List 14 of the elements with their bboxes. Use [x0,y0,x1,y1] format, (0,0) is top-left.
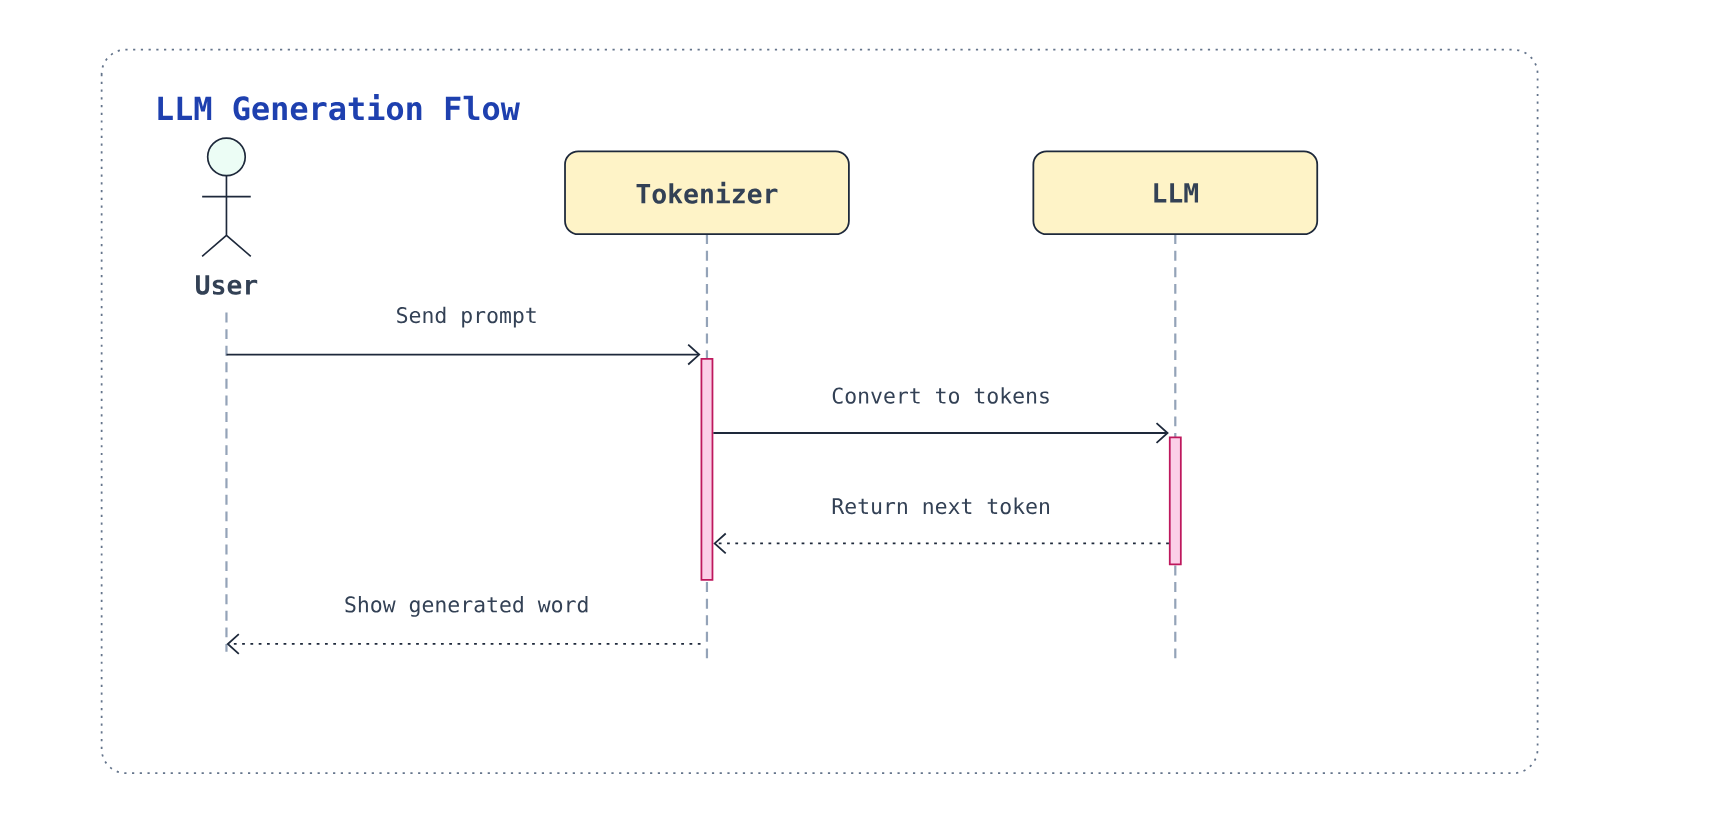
activation-bar [700,358,714,581]
message-arrow [713,532,1170,555]
activation-bar [1168,436,1182,566]
message-arrow [712,422,1169,444]
message-arrow [226,633,702,655]
actor-figure: User [196,137,258,295]
message-label: Convert to tokens [832,387,1049,404]
message-label: Return next token [832,497,1049,515]
message-arrow [225,343,701,366]
diagram-title: LLM Generation Flow [158,93,520,121]
participant-box: LLM [1032,150,1319,235]
message-label: Send prompt [397,306,536,328]
participant-box: Tokenizer [564,150,850,235]
message-label: Show generated word [345,595,588,617]
